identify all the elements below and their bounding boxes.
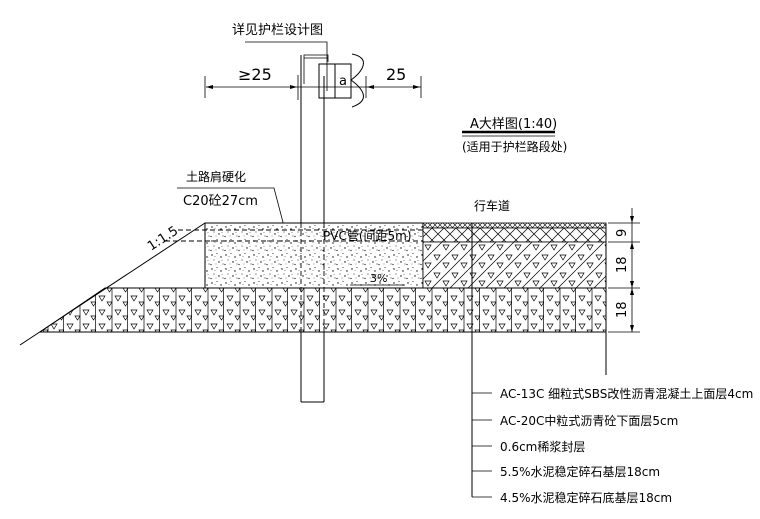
- cross-section: 1:1.5 PVC管(间距5m) 3%: [19, 222, 607, 497]
- layer-label-5: 4.5%水泥稳定碎石底基层18cm: [500, 490, 672, 505]
- subbase-layer: [38, 287, 607, 333]
- layer-label-1: AC-13C 细粒式SBS改性沥青混凝土上面层4cm: [500, 386, 753, 401]
- dim-asphalt: 9: [615, 229, 630, 237]
- layer-legend: AC-13C 细粒式SBS改性沥青混凝土上面层4cm AC-20C中粒式沥青砼下…: [472, 386, 753, 505]
- detail-title: A大样图(1:40) (适用于护栏路段处): [462, 117, 567, 154]
- embankment-slope: [19, 222, 206, 346]
- dim-base: 18: [615, 256, 630, 273]
- base-layer: [422, 241, 607, 289]
- layer-label-2: AC-20C中粒式沥青砼下面层5cm: [500, 413, 678, 428]
- guardrail-label-a: a: [339, 74, 347, 89]
- post-cap: [303, 54, 329, 84]
- title-main: A大样图(1:40): [470, 117, 557, 132]
- shoulder-callout: 土路肩硬化 C20砼27cm: [177, 169, 286, 231]
- layer-label-4: 5.5%水泥稳定碎石基层18cm: [500, 464, 660, 479]
- dim-right-text: 25: [386, 65, 406, 84]
- dim-left-text: ≥25: [238, 65, 272, 84]
- pvc-note: PVC管(间距5m): [323, 228, 412, 243]
- guardrail-assembly: 详见护栏设计图 a ≥25 25: [204, 23, 422, 403]
- shoulder-label-2: C20砼27cm: [183, 194, 258, 209]
- shoulder-concrete: [204, 222, 424, 289]
- guardrail-beam: [334, 63, 352, 99]
- layer-label-3: 0.6cm稀浆封层: [500, 439, 585, 454]
- asphalt-lower-layer: [422, 227, 607, 243]
- guardrail-leader: [245, 41, 328, 91]
- carriageway-label: 行车道: [474, 198, 510, 213]
- w-beam-wave: [350, 53, 364, 108]
- thickness-dimensions: 9 18 18: [608, 208, 640, 333]
- crossfall-text: 3%: [370, 272, 387, 285]
- shoulder-label-1: 土路肩硬化: [186, 169, 246, 184]
- guardrail-note: 详见护栏设计图: [232, 23, 323, 38]
- slope-ratio: 1:1.5: [145, 224, 181, 255]
- dim-subbase: 18: [615, 301, 630, 318]
- title-sub: (适用于护栏路段处): [462, 139, 567, 154]
- asphalt-upper-layer: [422, 222, 607, 229]
